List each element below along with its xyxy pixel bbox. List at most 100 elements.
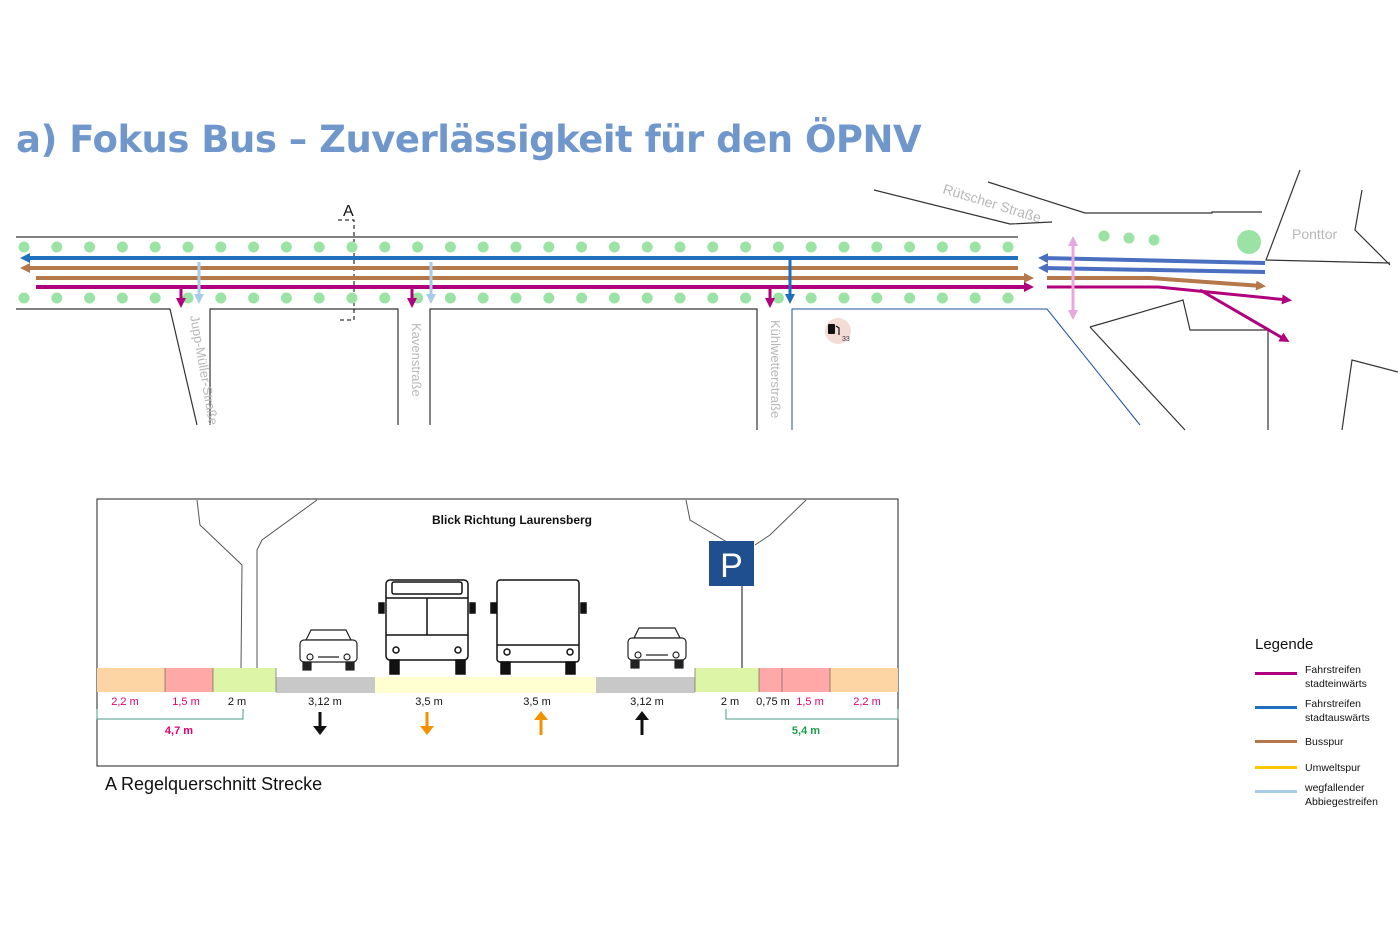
trees-bottom-row xyxy=(18,292,1014,304)
tree xyxy=(346,241,358,253)
view-direction-label: Blick Richtung Laurensberg xyxy=(432,513,592,527)
tree xyxy=(412,292,424,304)
tree xyxy=(772,292,784,304)
dim-lane-2: 3,5 m xyxy=(415,696,443,708)
strip-lane-2 xyxy=(375,677,485,693)
fuel-station-icon: 33 xyxy=(825,318,851,344)
tree xyxy=(412,241,424,253)
tree-outline-left xyxy=(196,499,318,669)
legend-item-environment: Umweltspur xyxy=(1255,757,1395,781)
tree xyxy=(641,241,653,253)
tree xyxy=(805,241,817,253)
tree xyxy=(444,241,456,253)
tree xyxy=(346,292,358,304)
lane-4-direction-arrow xyxy=(635,711,649,720)
lane-outbound-arrow xyxy=(1038,263,1266,274)
legend-swatch xyxy=(1255,766,1297,769)
section-caption: A Regelquerschnitt Strecke xyxy=(105,774,323,794)
tree xyxy=(280,292,292,304)
legend-item-outbound: Fahrstreifen stadtauswärts xyxy=(1255,697,1395,731)
strip-lane-1 xyxy=(276,677,375,693)
strip-green-left xyxy=(213,668,276,692)
tree xyxy=(1002,241,1014,253)
strip-sidewalk-right xyxy=(830,668,898,692)
tree xyxy=(313,241,325,253)
tree xyxy=(707,292,719,304)
tree xyxy=(1123,232,1135,244)
tree-large xyxy=(1237,230,1261,254)
tree xyxy=(740,292,752,304)
tree-outline-right xyxy=(685,499,807,546)
tree xyxy=(1098,230,1110,242)
tree xyxy=(116,292,128,304)
tree xyxy=(444,292,456,304)
truck xyxy=(490,579,587,675)
tree xyxy=(641,292,653,304)
legend-label: Umweltspur xyxy=(1305,762,1361,774)
tree xyxy=(18,292,30,304)
strip-lane-4 xyxy=(596,677,695,693)
bus xyxy=(378,579,476,675)
tree xyxy=(740,241,752,253)
bus-lane-arrow xyxy=(1047,276,1266,291)
tree xyxy=(608,292,620,304)
tree xyxy=(182,292,194,304)
tree xyxy=(936,241,948,253)
lane-1-direction-arrow xyxy=(313,726,327,735)
lane-outbound-arrow xyxy=(1038,253,1266,265)
legend-item-removed-turn: wegfallender Abbiegestreifen xyxy=(1255,781,1395,815)
tree xyxy=(379,292,391,304)
lane-2-direction-arrow xyxy=(420,726,434,735)
legend-swatch xyxy=(1255,672,1297,675)
tree xyxy=(904,292,916,304)
strip-cycle-right xyxy=(782,668,830,692)
tree xyxy=(576,292,588,304)
tree xyxy=(215,292,227,304)
tree xyxy=(969,292,981,304)
tree xyxy=(84,292,96,304)
parking-sign xyxy=(709,541,754,586)
legend-label: Busspur xyxy=(1305,736,1344,748)
tree xyxy=(280,241,292,253)
dim-buffer-right: 0,75 m xyxy=(756,696,790,708)
tree xyxy=(707,241,719,253)
dim-lane-1: 3,12 m xyxy=(308,696,342,708)
dim-total-right: 5,4 m xyxy=(792,725,820,737)
page-title: a) Fokus Bus – Zuverlässigkeit für den Ö… xyxy=(16,118,922,161)
tree xyxy=(936,292,948,304)
tree xyxy=(543,241,555,253)
car-right xyxy=(627,627,687,669)
strip-sidewalk-left xyxy=(97,668,165,692)
tree xyxy=(313,292,325,304)
lane-inbound-arrow xyxy=(1047,285,1292,305)
dim-total-left: 4,7 m xyxy=(165,725,193,737)
strip-cycle-left xyxy=(165,668,213,692)
dim-lane-3: 3,5 m xyxy=(523,696,551,708)
tree xyxy=(477,241,489,253)
tree xyxy=(379,241,391,253)
parking-sign-label: P xyxy=(720,547,743,585)
cross-section: Blick Richtung Laurensberg P xyxy=(96,498,899,767)
lane-inbound-arrow xyxy=(1199,288,1290,343)
tree xyxy=(84,241,96,253)
legend: Legende Fahrstreifen stadteinwärts Fahrs… xyxy=(1255,636,1395,815)
street-name-jupp-mueller: Jupp-Müller-Straße xyxy=(187,314,221,426)
tree xyxy=(248,241,260,253)
legend-swatch xyxy=(1255,740,1297,743)
tree xyxy=(543,292,555,304)
tree xyxy=(805,292,817,304)
tree xyxy=(18,241,30,253)
tree xyxy=(674,292,686,304)
tree xyxy=(116,241,128,253)
legend-label: Fahrstreifen stadtauswärts xyxy=(1305,698,1370,724)
tree xyxy=(576,241,588,253)
legend-label: wegfallender Abbiegestreifen xyxy=(1305,782,1378,808)
dim-green-left: 2 m xyxy=(228,696,246,708)
tree xyxy=(871,292,883,304)
legend-title: Legende xyxy=(1255,636,1314,653)
tree xyxy=(838,241,850,253)
legend-swatch xyxy=(1255,706,1297,709)
tree xyxy=(772,241,784,253)
tree xyxy=(477,292,489,304)
dim-green-right: 2 m xyxy=(721,696,739,708)
